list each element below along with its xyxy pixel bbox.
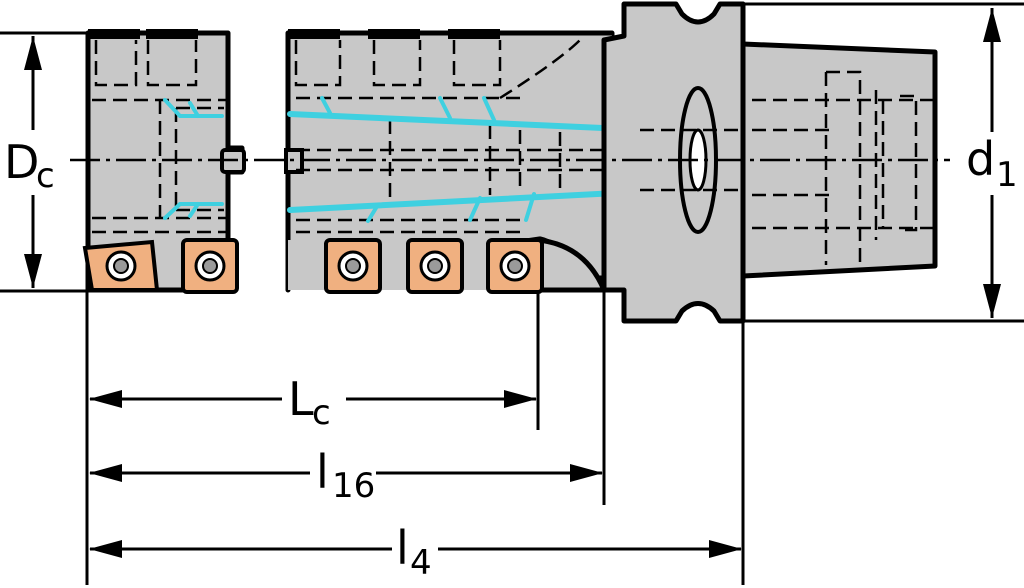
l4-label: l	[396, 521, 409, 575]
l16-label: l	[316, 445, 329, 499]
l4-subscript: 4	[410, 543, 432, 583]
d1-label: d	[966, 132, 995, 186]
flange-collar	[601, 1, 746, 324]
inserts	[82, 238, 544, 294]
insert	[486, 238, 544, 294]
insert	[181, 238, 239, 294]
insert	[324, 238, 382, 294]
dimension-l4: l 4	[89, 521, 742, 583]
insert	[82, 239, 160, 292]
dimension-l16: l 16	[89, 445, 603, 506]
l16-subscript: 16	[332, 466, 375, 506]
lc-label: L	[288, 372, 314, 426]
lc-subscript: c	[312, 393, 331, 433]
dc-subscript: c	[36, 156, 55, 196]
insert	[406, 238, 464, 294]
shank	[740, 41, 938, 279]
dimension-dc: D c	[4, 36, 55, 288]
dimension-d1: d 1	[966, 8, 1018, 318]
dimension-lc: L c	[89, 372, 537, 433]
cutter-head-left	[85, 29, 246, 293]
dc-label: D	[4, 135, 39, 189]
d1-subscript: 1	[996, 155, 1018, 195]
